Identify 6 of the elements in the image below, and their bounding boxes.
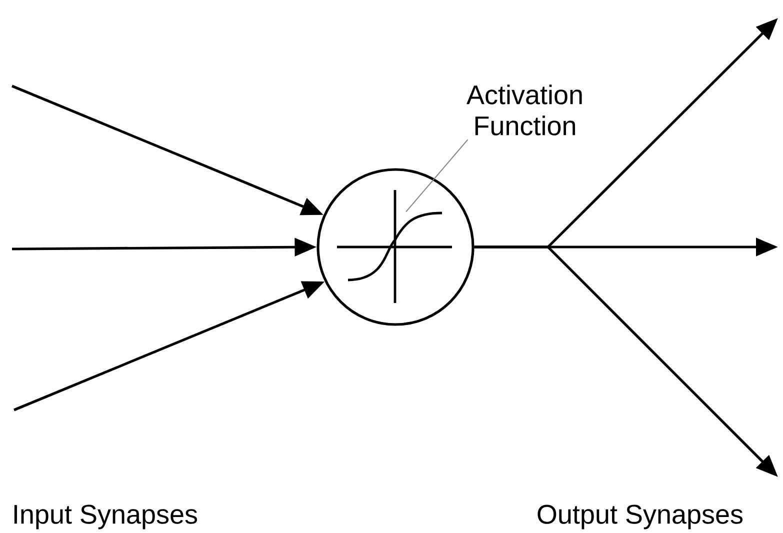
- sigmoid-drawing: [337, 190, 452, 303]
- caption-label: Output Synapses: [538, 504, 743, 530]
- node-label: Activation Function: [466, 84, 582, 136]
- leader-line: [406, 139, 468, 212]
- caption-label: Input Synapses: [14, 504, 198, 530]
- neuron-circle: [316, 168, 474, 326]
